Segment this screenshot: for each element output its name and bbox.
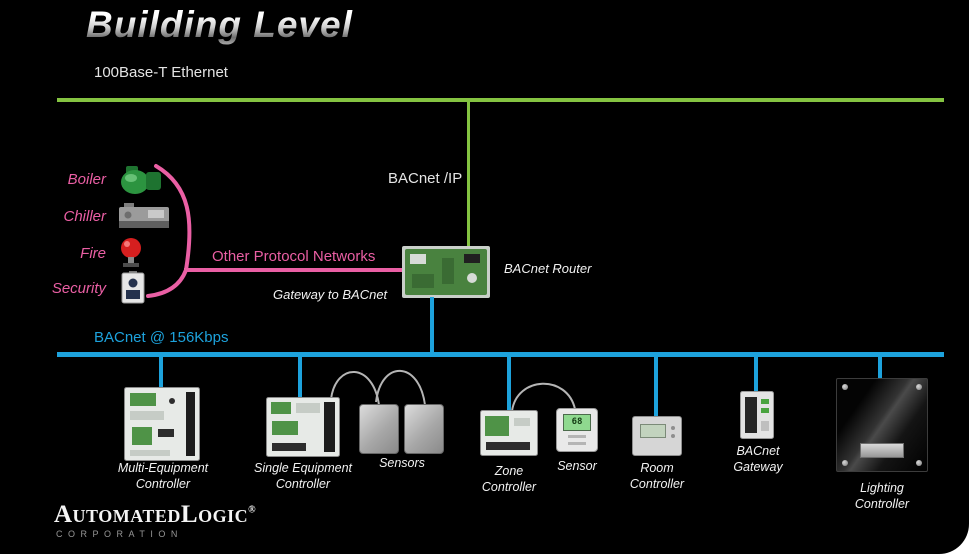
thermostat-sensor-image: 68 [556,408,598,452]
bacnet-ip-drop-line [467,102,470,248]
sensor-box-2 [404,404,444,454]
protocol-item-label-chiller: Chiller [63,207,106,225]
router-bus-drop-line [430,297,434,353]
thermostat-vent-slot [568,435,586,438]
room-controller-label: Room Controller [629,461,685,491]
ethernet-label: 100Base-T Ethernet [94,64,228,81]
logo-subtext: CORPORATION [56,529,183,539]
thermostat-vent-slot [568,442,586,445]
drop-line-bacnet-gateway [754,356,758,393]
zone-controller-label: Zone Controller [481,464,537,494]
multi-equipment-controller-image [124,387,200,466]
screw-icon [842,460,848,466]
room-controller-display [640,424,666,438]
drop-line-lighting-controller [878,356,882,381]
logo-registered-mark: ® [248,504,257,516]
logo-wordmark-text: AutomatedLogic [54,501,249,528]
room-controller-image [632,416,682,456]
security-id-badge-icon [118,271,170,305]
multi-equipment-controller-label: Multi-Equipment Controller [117,461,209,491]
sensor-label: Sensor [557,459,597,473]
protocol-row-boiler: Boiler [42,160,170,198]
single-equipment-controller-image [266,397,340,462]
screw-icon [916,460,922,466]
logo-wordmark: AutomatedLogic® [54,502,256,527]
protocol-row-security: Security [42,269,170,307]
bacnet-bus-label: BACnet @ 156Kbps [94,329,229,346]
fire-alarm-icon [118,237,170,269]
sensor-box-1 [359,404,399,454]
ethernet-bus-line [57,98,944,102]
bacnet-router-image [402,246,490,303]
page-title: Building Level [86,4,353,45]
sensors-label: Sensors [379,456,425,470]
drop-line-room-controller [654,356,658,417]
chiller-icon [118,201,170,231]
screw-icon [842,384,848,390]
lighting-controller-label: Lighting Controller [854,481,910,511]
bacnet-bus-line [57,352,944,357]
drop-line-multi-equipment [159,356,163,388]
room-controller-button [671,434,675,438]
protocol-row-chiller: Chiller [42,197,170,235]
bacnet-router-label: BACnet Router [504,261,592,276]
thermostat-lcd: 68 [563,414,591,431]
automatedlogic-logo: AutomatedLogic® CORPORATION [54,502,256,539]
drop-line-single-equipment [298,356,302,398]
protocol-item-label-fire: Fire [80,244,106,262]
protocol-item-label-boiler: Boiler [67,170,106,188]
lighting-controller-image [836,378,928,472]
bacnet-gateway-image [740,391,774,444]
other-protocol-network-line [184,268,406,272]
zone-controller-image [480,410,538,461]
room-controller-button [671,426,675,430]
lighting-controller-plate [860,443,904,458]
bacnet-gateway-label: BACnet Gateway [733,444,783,474]
protocol-item-label-security: Security [51,279,106,297]
screw-icon [916,384,922,390]
other-protocol-networks-label: Other Protocol Networks [212,248,376,265]
boiler-icon [118,160,170,198]
gateway-to-bacnet-label: Gateway to BACnet [273,287,388,302]
bacnet-ip-label: BACnet /IP [388,170,463,187]
protocol-row-fire: Fire [42,234,170,272]
drop-line-zone-controller [507,356,511,411]
single-equipment-controller-label: Single Equipment Controller [254,461,352,491]
